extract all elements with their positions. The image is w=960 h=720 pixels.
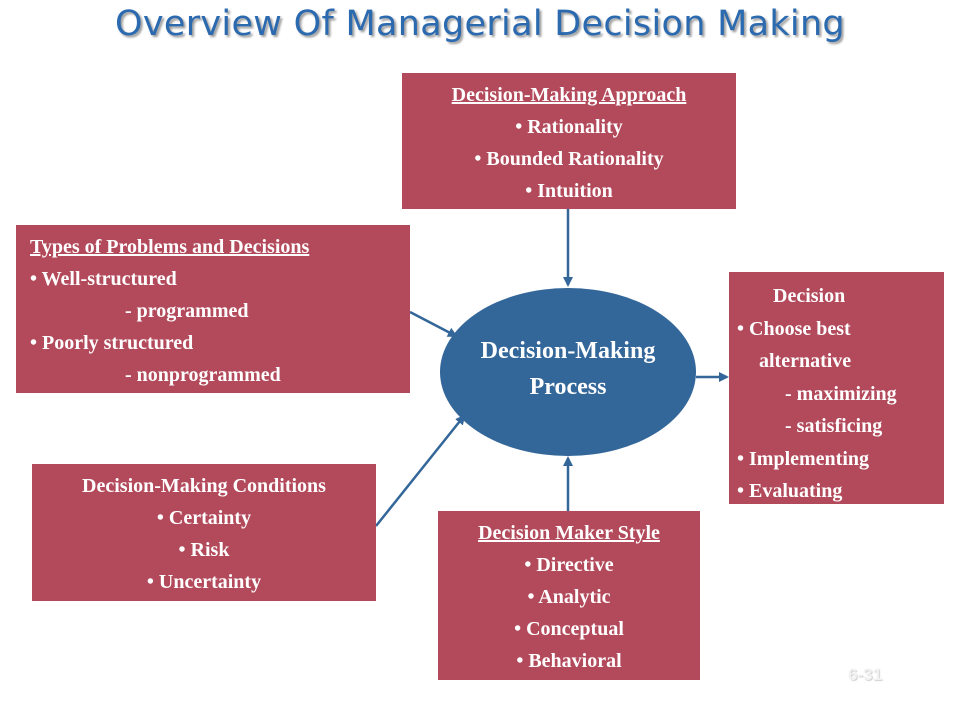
style-item: • Conceptual <box>514 618 624 640</box>
process-label: Decision-Making Process <box>440 333 696 405</box>
types-subitem: - programmed <box>125 300 249 322</box>
decision-item-cont: alternative <box>759 350 852 372</box>
types-subitem: - nonprogrammed <box>125 364 281 386</box>
style-heading: Decision Maker Style <box>478 522 660 544</box>
types-item: • Well-structured <box>30 268 177 290</box>
slide-title: Overview Of Managerial Decision Making <box>115 4 845 44</box>
style-box: Decision Maker Style • Directive • Analy… <box>438 511 700 680</box>
style-item: • Analytic <box>527 586 611 608</box>
decision-subitem: - satisficing <box>785 415 883 437</box>
decision-item: • Choose best <box>737 317 851 340</box>
decision-box: Decision • Choose best alternative - max… <box>729 272 944 504</box>
approach-item: • Rationality <box>515 116 623 138</box>
decision-item: • Implementing <box>737 447 870 470</box>
decision-heading: Decision <box>773 285 846 307</box>
arrow-conditions-to-process <box>375 414 466 527</box>
types-heading: Types of Problems and Decisions <box>30 236 310 258</box>
approach-heading: Decision-Making Approach <box>451 84 687 106</box>
process-ellipse <box>440 288 696 456</box>
types-item: • Poorly structured <box>30 332 194 354</box>
types-box: Types of Problems and Decisions • Well-s… <box>16 225 410 393</box>
style-item: • Directive <box>524 554 614 576</box>
decision-subitem: - maximizing <box>785 382 897 405</box>
process-label-line: Process <box>529 374 607 400</box>
conditions-heading: Decision-Making Conditions <box>82 475 326 497</box>
conditions-item: • Risk <box>178 539 230 561</box>
style-item: • Behavioral <box>516 650 622 672</box>
decision-item: • Evaluating <box>737 480 843 502</box>
conditions-box: Decision-Making Conditions • Certainty •… <box>32 464 376 601</box>
slide-number: 6-31 <box>848 665 883 684</box>
approach-item: • Bounded Rationality <box>474 148 664 170</box>
conditions-item: • Certainty <box>156 507 252 529</box>
conditions-item: • Uncertainty <box>146 571 262 593</box>
process-label-line: Decision-Making <box>480 338 656 364</box>
approach-item: • Intuition <box>525 180 613 202</box>
approach-box: Decision-Making Approach • Rationality •… <box>402 73 736 209</box>
arrow-types-to-process <box>409 310 458 338</box>
